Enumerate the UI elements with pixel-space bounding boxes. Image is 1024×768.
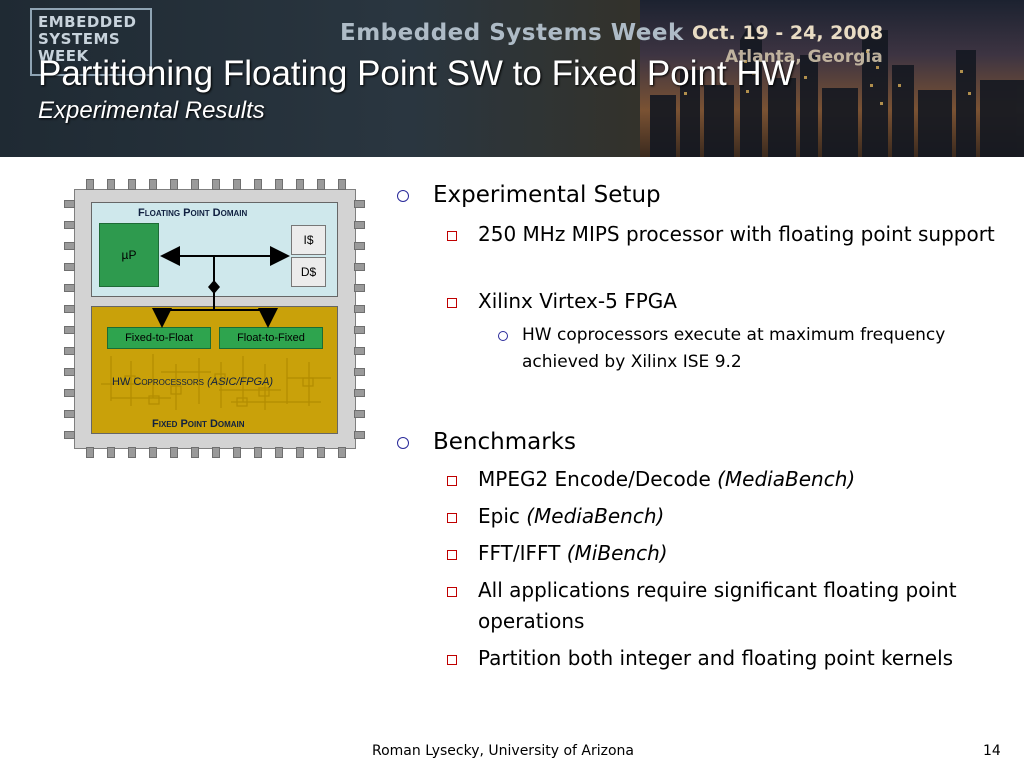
coprocessor-circuit-graphic xyxy=(101,354,331,410)
bullet-processor: 250 MHz MIPS processor with floating poi… xyxy=(478,222,995,246)
fft-text: FFT/IFFT xyxy=(478,541,561,565)
bullet-all-applications: All applications require significant flo… xyxy=(478,578,957,633)
chip-pin xyxy=(338,179,346,190)
chip-pin xyxy=(354,242,365,250)
esweek-logo: EMBEDDED SYSTEMS WEEK xyxy=(38,13,137,65)
bullet-benchmarks: Benchmarks xyxy=(433,429,576,455)
hw-coprocessors-text: HW Coprocessors xyxy=(112,376,205,388)
chip-pin xyxy=(354,221,365,229)
bullet-marker xyxy=(397,437,409,449)
chip-pin xyxy=(275,179,283,190)
chip-pin xyxy=(64,305,75,313)
chip-pin xyxy=(107,179,115,190)
chip-pin xyxy=(233,179,241,190)
chip-pin xyxy=(296,447,304,458)
chip-pin xyxy=(86,179,94,190)
chip-pin xyxy=(64,200,75,208)
mpeg2-source: (MediaBench) xyxy=(717,467,856,491)
chip-pin xyxy=(233,447,241,458)
bullet-marker xyxy=(498,331,508,341)
chip-pin xyxy=(354,305,365,313)
chip-pin xyxy=(354,347,365,355)
bullet-fft: FFT/IFFT (MiBench) xyxy=(478,538,998,569)
chip-pin xyxy=(354,284,365,292)
chip-pin xyxy=(354,431,365,439)
bullet-marker xyxy=(447,587,457,597)
chip-pin xyxy=(254,179,262,190)
chip-pin xyxy=(354,263,365,271)
bullet-epic: Epic (MediaBench) xyxy=(478,501,998,532)
mpeg2-text: MPEG2 Encode/Decode xyxy=(478,467,711,491)
chip-pin xyxy=(149,447,157,458)
chip-pin xyxy=(296,179,304,190)
chip-pin xyxy=(64,431,75,439)
bullet-experimental-setup: Experimental Setup xyxy=(433,182,661,208)
fixed-point-domain-label: Fixed Point Domain xyxy=(152,418,245,430)
chip-pin xyxy=(317,447,325,458)
bullet-marker xyxy=(397,190,409,202)
chip-pin xyxy=(275,447,283,458)
fft-source: (MiBench) xyxy=(566,541,668,565)
microprocessor-label: µP xyxy=(121,248,137,262)
chip-pin xyxy=(354,326,365,334)
floating-point-domain-label: Floating Point Domain xyxy=(138,207,248,219)
slide-title: Partitioning Floating Point SW to Fixed … xyxy=(38,54,795,93)
bullet-marker xyxy=(447,655,457,665)
chip-pin xyxy=(64,242,75,250)
hw-coprocessors-label: HW Coprocessors (ASIC/FPGA) xyxy=(112,376,273,388)
bullet-marker xyxy=(447,513,457,523)
footer-author: Roman Lysecky, University of Arizona xyxy=(372,743,635,759)
slide-subtitle: Experimental Results xyxy=(38,97,265,124)
dcache-block: D$ xyxy=(291,257,326,287)
icache-block: I$ xyxy=(291,225,326,255)
event-name: Embedded Systems Week xyxy=(340,20,684,46)
chip-pin xyxy=(212,447,220,458)
bullet-hw-coprocessors: HW coprocessors execute at maximum frequ… xyxy=(522,325,946,372)
chip-pin xyxy=(317,179,325,190)
bullet-marker xyxy=(447,231,457,241)
float-to-fixed-block: Float-to-Fixed xyxy=(219,327,323,349)
chip-pin xyxy=(354,389,365,397)
chip-pin xyxy=(86,447,94,458)
epic-source: (MediaBench) xyxy=(526,504,665,528)
chip-pin xyxy=(128,447,136,458)
chip-pin xyxy=(212,179,220,190)
bullet-partition: Partition both integer and floating poin… xyxy=(478,646,954,670)
microprocessor-block xyxy=(99,223,159,287)
chip-pin xyxy=(354,200,365,208)
epic-text: Epic xyxy=(478,504,520,528)
chip-pin xyxy=(64,221,75,229)
bullet-fpga: Xilinx Virtex-5 FPGA xyxy=(478,289,677,313)
chip-pin xyxy=(338,447,346,458)
event-dates: Oct. 19 - 24, 2008 xyxy=(692,22,884,44)
bus-arrows xyxy=(152,246,290,328)
chip-pin xyxy=(191,447,199,458)
chip-pin xyxy=(254,447,262,458)
chip-pin xyxy=(149,179,157,190)
chip-pin xyxy=(64,263,75,271)
chip-pin xyxy=(64,389,75,397)
chip-pin xyxy=(64,410,75,418)
header-banner: EMBEDDED SYSTEMS WEEK Embedded Systems W… xyxy=(0,0,1024,157)
event-location: Atlanta, Georgia xyxy=(725,47,883,67)
chip-pin xyxy=(64,347,75,355)
chip-pin xyxy=(354,410,365,418)
asic-fpga-text: (ASIC/FPGA) xyxy=(207,376,274,388)
chip-pin xyxy=(107,447,115,458)
chip-pin xyxy=(191,179,199,190)
chip-pin xyxy=(64,368,75,376)
chip-pin xyxy=(64,284,75,292)
chip-pin xyxy=(354,368,365,376)
page-number: 14 xyxy=(983,743,1001,759)
bullet-marker xyxy=(447,476,457,486)
esweek-logo-frame xyxy=(30,8,152,76)
bullet-mpeg2: MPEG2 Encode/Decode (MediaBench) xyxy=(478,464,998,495)
chip-pin xyxy=(128,179,136,190)
bullet-marker xyxy=(447,550,457,560)
chip-pin xyxy=(170,447,178,458)
bullet-marker xyxy=(447,298,457,308)
city-skyline-image xyxy=(650,22,1024,157)
chip-pin xyxy=(170,179,178,190)
chip-pin xyxy=(64,326,75,334)
